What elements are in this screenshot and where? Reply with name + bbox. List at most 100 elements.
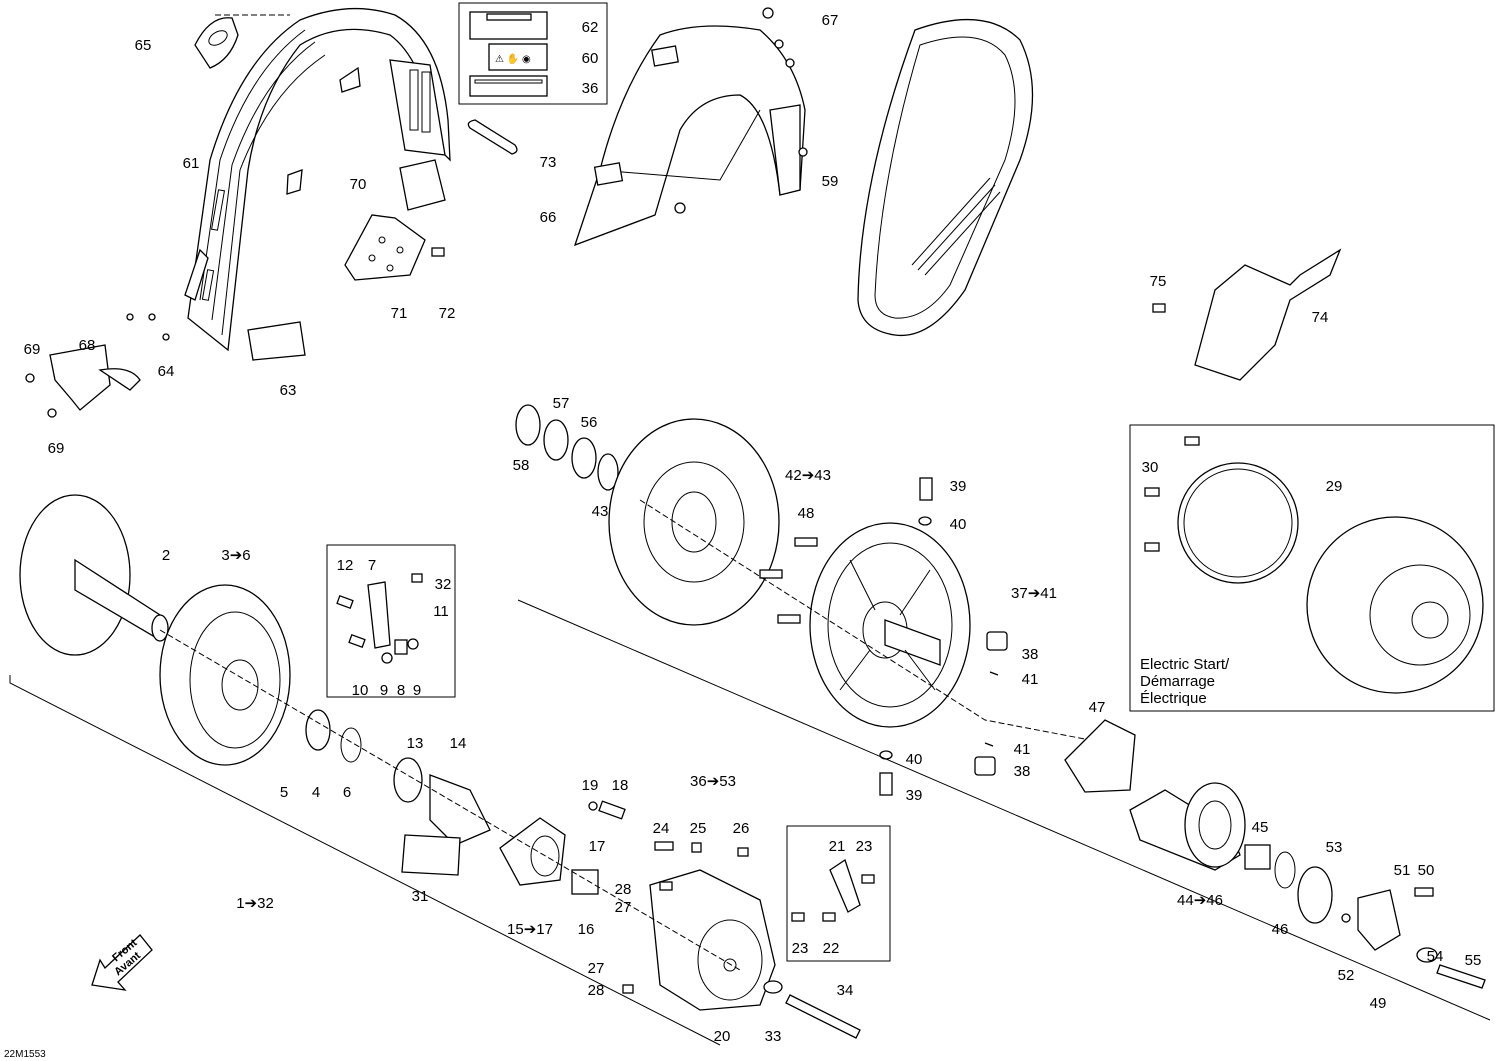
callout-c67: 67 xyxy=(822,12,839,29)
callout-c42: 42➔43 xyxy=(785,467,831,484)
callout-c25: 25 xyxy=(690,820,707,837)
callout-c38b: 38 xyxy=(1014,763,1031,780)
detail-box-7-12 xyxy=(326,544,456,698)
callout-c56: 56 xyxy=(581,414,598,431)
callout-c41a: 41 xyxy=(1022,671,1039,688)
callout-c29: 29 xyxy=(1326,478,1343,495)
callout-c69b: 69 xyxy=(48,440,65,457)
front-arrow-badge: Front Avant xyxy=(91,934,153,991)
callout-c1: 1➔32 xyxy=(236,895,274,912)
callout-c50: 50 xyxy=(1418,862,1435,879)
spring-14 xyxy=(393,757,491,846)
axis-line-driven xyxy=(639,499,1091,741)
bracket-70 xyxy=(399,159,446,211)
decal-60-warning-icons: ⚠ ✋ ◉ xyxy=(495,52,531,65)
callout-c21: 21 xyxy=(829,838,846,855)
callout-c23a: 23 xyxy=(856,838,873,855)
sleeve-31 xyxy=(401,834,461,876)
callout-c44: 44➔46 xyxy=(1177,892,1223,909)
callout-c66: 66 xyxy=(540,209,557,226)
callout-c27a: 27 xyxy=(615,899,632,916)
callout-c26: 26 xyxy=(733,820,750,837)
callout-c75: 75 xyxy=(1150,273,1167,290)
pin-73 xyxy=(467,119,518,155)
callout-c16: 16 xyxy=(578,921,595,938)
callout-c64: 64 xyxy=(158,363,175,380)
callout-c68: 68 xyxy=(79,337,96,354)
callout-c4: 4 xyxy=(312,784,320,801)
callout-c62: 62 xyxy=(582,19,599,36)
callout-c61: 61 xyxy=(183,155,200,172)
callout-c46: 46 xyxy=(1272,921,1289,938)
callout-c40a: 40 xyxy=(950,516,967,533)
callout-c33: 33 xyxy=(765,1028,782,1045)
callout-c36b: 36➔53 xyxy=(690,773,736,790)
callout-c57: 57 xyxy=(553,395,570,412)
callout-c70: 70 xyxy=(350,176,367,193)
washers-56-58 xyxy=(515,404,619,491)
callout-c52: 52 xyxy=(1338,967,1355,984)
callout-c54: 54 xyxy=(1427,948,1444,965)
callout-c18: 18 xyxy=(612,777,629,794)
callout-c9b: 9 xyxy=(413,682,421,699)
callout-c30: 30 xyxy=(1142,459,1159,476)
callout-c74: 74 xyxy=(1312,309,1329,326)
callout-c63: 63 xyxy=(280,382,297,399)
detail-box-21-23 xyxy=(786,825,891,962)
bolt-34 xyxy=(763,980,861,1039)
callout-c73: 73 xyxy=(540,154,557,171)
callout-c7: 7 xyxy=(368,557,376,574)
bushings-4-6 xyxy=(305,709,362,763)
electric-start-note-line3: Électrique xyxy=(1140,690,1207,707)
rubber-grip-65 xyxy=(194,17,239,69)
callout-c15: 15➔17 xyxy=(507,921,553,938)
callout-c10: 10 xyxy=(352,682,369,699)
callout-c13: 13 xyxy=(407,735,424,752)
callout-c49: 49 xyxy=(1370,995,1387,1012)
callout-c43: 43 xyxy=(592,503,609,520)
callout-c48: 48 xyxy=(798,505,815,522)
callout-c32a: 32 xyxy=(435,576,452,593)
callout-c60: 60 xyxy=(582,50,599,67)
callout-c40b: 40 xyxy=(906,751,923,768)
callout-c2: 2 xyxy=(162,547,170,564)
spring-47 xyxy=(1064,719,1136,793)
callout-c6: 6 xyxy=(343,784,351,801)
spider-15 xyxy=(499,800,626,895)
fixed-sheave-2 xyxy=(19,494,169,656)
callout-c65: 65 xyxy=(135,37,152,54)
callout-c9a: 9 xyxy=(380,682,388,699)
callout-c69a: 69 xyxy=(24,341,41,358)
callout-c39b: 39 xyxy=(906,787,923,804)
callout-c36a: 36 xyxy=(582,80,599,97)
callout-c31: 31 xyxy=(412,888,429,905)
parts-38-41 xyxy=(879,477,1008,796)
callout-c38a: 38 xyxy=(1022,646,1039,663)
bracket-line-36-53 xyxy=(517,599,1491,1021)
bracket-68 xyxy=(25,344,141,418)
shield-66 xyxy=(573,25,806,247)
screw-72 xyxy=(431,247,445,257)
callout-c72: 72 xyxy=(439,305,456,322)
callout-c23b: 23 xyxy=(792,940,809,957)
electric-start-note-line2: Démarrage xyxy=(1140,673,1215,690)
callout-c34: 34 xyxy=(837,982,854,999)
callout-c53: 53 xyxy=(1326,839,1343,856)
decal-box: ⚠ ✋ ◉ xyxy=(458,2,608,105)
callout-c39a: 39 xyxy=(950,478,967,495)
heat-shield-74 xyxy=(1194,248,1342,381)
drive-belt-59 xyxy=(857,19,1034,337)
callout-c28b: 28 xyxy=(588,982,605,999)
callout-c59: 59 xyxy=(822,173,839,190)
callout-c37: 37➔41 xyxy=(1011,585,1057,602)
callout-c22: 22 xyxy=(823,940,840,957)
callout-c51: 51 xyxy=(1394,862,1411,879)
axis-line-drive xyxy=(159,629,741,971)
parts-45-55 xyxy=(1244,844,1486,989)
callout-c5: 5 xyxy=(280,784,288,801)
governor-cup-20 xyxy=(622,841,776,1011)
fasteners-67 xyxy=(762,7,808,157)
pins-48 xyxy=(759,537,818,624)
